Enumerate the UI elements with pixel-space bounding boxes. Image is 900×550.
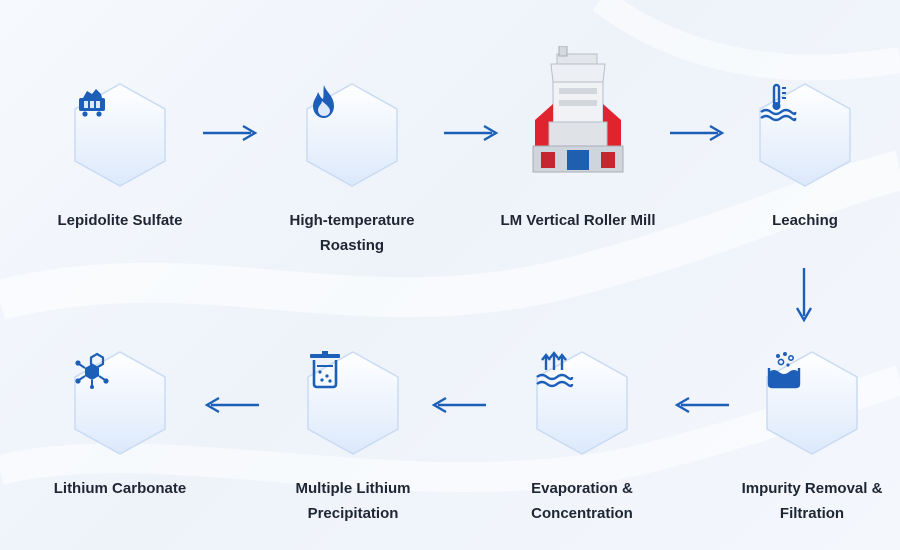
- hexagon-badge: [72, 350, 168, 456]
- hexagon-badge: [534, 350, 630, 456]
- precipitation-beaker-icon: [310, 351, 340, 389]
- arrow-right-icon: [203, 124, 258, 142]
- step-label: Lithium Carbonate: [53, 480, 187, 497]
- vertical-roller-mill-image: [532, 46, 624, 173]
- ore-cart-icon: [79, 89, 105, 117]
- hexagon-badge: [305, 350, 401, 456]
- step-label: Impurity Removal &Filtration: [741, 480, 883, 522]
- step-label: Evaporation &Concentration: [531, 480, 633, 522]
- arrow-right-icon: [444, 124, 499, 142]
- hexagon-badge: [757, 82, 853, 188]
- arrow-left-icon: [674, 396, 729, 414]
- step-label: Leaching: [772, 212, 838, 229]
- step-label: LM Vertical Roller Mill: [500, 212, 656, 229]
- arrow-left-icon: [204, 396, 259, 414]
- bubbling-tank-icon: [767, 352, 801, 389]
- hexagon-badge: [764, 350, 860, 456]
- evaporation-waves-icon: [536, 351, 574, 388]
- thermometer-liquid-icon: [760, 83, 797, 122]
- arrow-down-icon: [795, 268, 813, 323]
- arrow-left-icon: [431, 396, 486, 414]
- molecule-icon: [75, 352, 109, 389]
- arrow-right-icon: [670, 124, 725, 142]
- flame-icon: [313, 85, 334, 118]
- step-label: Lepidolite Sulfate: [57, 212, 183, 229]
- hexagon-badge: [72, 82, 168, 188]
- hexagon-badge: [304, 82, 400, 188]
